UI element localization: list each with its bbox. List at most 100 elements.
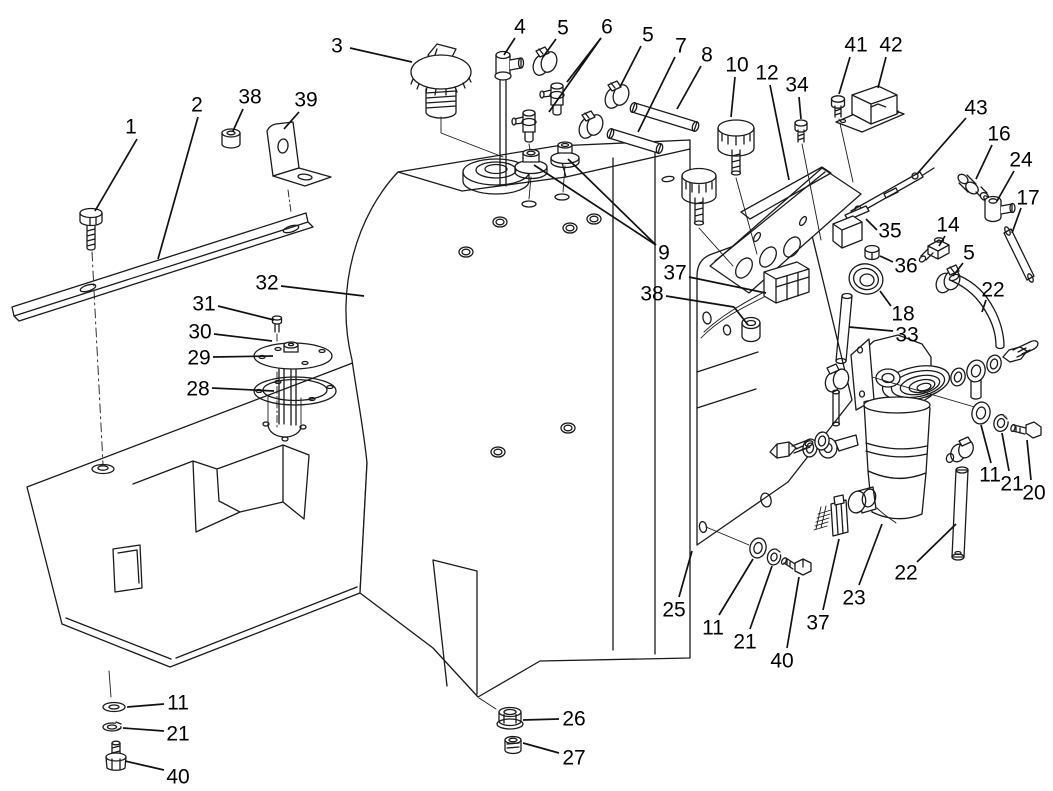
part-number-11: 11 xyxy=(702,617,724,640)
carriage-bolt xyxy=(79,207,104,465)
part-number-42: 42 xyxy=(879,34,902,57)
leader-line-38 xyxy=(232,108,244,132)
part-number-35: 35 xyxy=(878,220,901,243)
mounting-strap-assembly xyxy=(11,121,332,465)
leader-line-38 xyxy=(665,295,735,308)
part-number-4: 4 xyxy=(514,16,526,39)
leader-line-8 xyxy=(676,65,702,110)
callout-31: 31 xyxy=(192,293,275,321)
connector-37b xyxy=(813,494,849,537)
leader-line-26 xyxy=(522,718,560,721)
callout-21: 21 xyxy=(122,723,190,746)
part-number-41: 41 xyxy=(844,34,867,57)
fuel-tank-tower xyxy=(345,139,691,698)
callout-39: 39 xyxy=(283,89,318,130)
part-number-5: 5 xyxy=(642,24,654,47)
callout-26: 26 xyxy=(522,708,586,731)
panel-mount-hardware xyxy=(749,537,812,576)
callout-8: 8 xyxy=(676,44,713,110)
mount-panel-25 xyxy=(696,218,853,546)
callout-2: 2 xyxy=(157,94,203,260)
callout-29: 29 xyxy=(187,347,274,370)
callout-43: 43 xyxy=(916,97,988,175)
leader-line-27 xyxy=(522,742,560,754)
leader-line-5 xyxy=(619,45,642,88)
leader-line-7 xyxy=(637,56,676,133)
callout-18: 18 xyxy=(879,290,915,326)
part-number-21: 21 xyxy=(1000,473,1023,496)
leader-line-12 xyxy=(769,84,790,181)
part-number-10: 10 xyxy=(725,54,748,77)
leader-line-3 xyxy=(349,47,413,63)
leader-line-43 xyxy=(916,117,967,175)
grommet-9b xyxy=(550,141,580,193)
part-number-39: 39 xyxy=(294,89,317,112)
callout-35: 35 xyxy=(865,218,902,243)
part-number-25: 25 xyxy=(662,599,685,622)
part-number-11: 11 xyxy=(167,692,189,715)
callout-16: 16 xyxy=(975,123,1011,180)
leader-line-11 xyxy=(980,424,992,464)
part-number-40: 40 xyxy=(166,766,189,789)
hose-clamp-5c xyxy=(935,264,961,294)
callout-24: 24 xyxy=(996,149,1033,202)
callout-22: 22 xyxy=(894,523,957,585)
callout-5: 5 xyxy=(952,242,975,277)
part-number-12: 12 xyxy=(755,62,778,85)
bushing-38b xyxy=(741,316,761,343)
leader-line-4 xyxy=(503,37,516,56)
angle-bracket xyxy=(266,121,332,213)
switch-35 xyxy=(832,205,870,249)
callout-40: 40 xyxy=(770,576,800,673)
control-panel-plate xyxy=(709,167,862,294)
banjo-elbow xyxy=(769,431,859,459)
leader-line-18 xyxy=(879,290,892,307)
inlet-clamp xyxy=(824,363,850,393)
callout-22: 22 xyxy=(981,279,1005,313)
part-number-11: 11 xyxy=(979,464,1001,487)
leader-line-21 xyxy=(749,565,773,630)
rubber-knob-10b xyxy=(681,167,734,267)
part-number-33: 33 xyxy=(895,324,918,347)
leader-line-20 xyxy=(1026,439,1032,481)
grommet-18 xyxy=(848,263,884,295)
callout-10: 10 xyxy=(725,54,749,118)
callout-1: 1 xyxy=(94,116,138,212)
control-panel-assembly xyxy=(681,85,935,343)
leader-line-28 xyxy=(211,387,275,392)
part-number-22: 22 xyxy=(894,562,917,585)
callout-23: 23 xyxy=(842,523,883,610)
leader-line-31 xyxy=(217,305,275,321)
callout-6: 6 xyxy=(548,16,613,113)
part-number-27: 27 xyxy=(562,747,585,770)
part-number-5: 5 xyxy=(557,17,569,40)
part-number-7: 7 xyxy=(675,35,687,58)
callout-11: 11 xyxy=(126,692,189,715)
part-number-17: 17 xyxy=(1016,187,1039,210)
part-number-8: 8 xyxy=(701,44,713,67)
leader-line-34 xyxy=(798,96,802,120)
part-number-21: 21 xyxy=(733,631,756,654)
callout-5: 5 xyxy=(542,17,569,58)
leader-line-33 xyxy=(848,326,894,332)
hose-clamp-5a xyxy=(532,46,558,76)
leader-line-14 xyxy=(938,235,946,247)
part-number-1: 1 xyxy=(125,116,137,139)
leader-line-41 xyxy=(838,56,851,95)
leader-line-16 xyxy=(975,144,993,180)
leader-line-25 xyxy=(678,550,693,598)
drain-hardware xyxy=(478,697,524,755)
part-number-9: 9 xyxy=(658,242,670,265)
leader-line-30 xyxy=(213,333,273,342)
part-number-24: 24 xyxy=(1009,149,1033,172)
part-number-34: 34 xyxy=(785,74,809,97)
callout-3: 3 xyxy=(331,35,413,63)
leader-line-5 xyxy=(952,262,964,277)
leader-line-11 xyxy=(718,558,754,616)
leader-line-35 xyxy=(865,218,878,231)
diagram-line-art xyxy=(11,43,1042,771)
bolt-34 xyxy=(794,119,822,241)
elbow-fitting-4 xyxy=(494,50,525,187)
leader-line-6 xyxy=(548,37,602,113)
